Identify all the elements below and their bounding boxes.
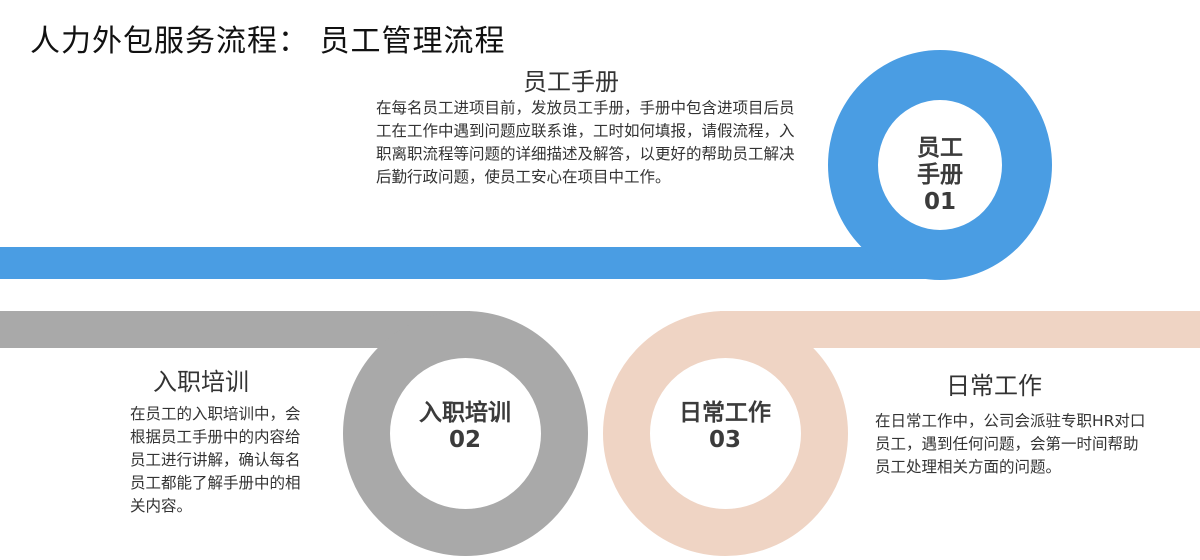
- step-3-ring-line1: 日常工作: [679, 400, 771, 426]
- step-3-description: 在日常工作中，公司会派驻专职HR对口员工，遇到任何问题，会第一时间帮助员工处理相…: [875, 412, 1146, 476]
- step-1-ring-label: 员工 手册 01: [880, 135, 1000, 216]
- step-2-number: 02: [448, 427, 481, 453]
- blue-band: [0, 247, 940, 279]
- step-2-description: 在员工的入职培训中，会根据员工手册中的内容给员工进行讲解，确认每名员工都能了解手…: [130, 405, 301, 515]
- step-3-ring-label: 日常工作 03: [665, 400, 785, 454]
- step-3-heading: 日常工作: [946, 372, 1042, 400]
- page-title: 人力外包服务流程： 员工管理流程: [30, 24, 506, 59]
- step-1-ring-line1: 员工: [917, 135, 963, 161]
- step-2-ring-line1: 入职培训: [419, 400, 511, 426]
- step-1-number: 01: [923, 189, 956, 215]
- step-1-heading: 员工手册: [523, 68, 619, 96]
- step-1-description: 在每名员工进项目前，发放员工手册，手册中包含进项目后员工在工作中遇到问题应联系谁…: [376, 99, 795, 186]
- step-2-ring-label: 入职培训 02: [405, 400, 525, 454]
- step-3-number: 03: [708, 427, 741, 453]
- step-2-heading: 入职培训: [153, 368, 249, 396]
- step-1-ring-line2: 手册: [917, 162, 963, 188]
